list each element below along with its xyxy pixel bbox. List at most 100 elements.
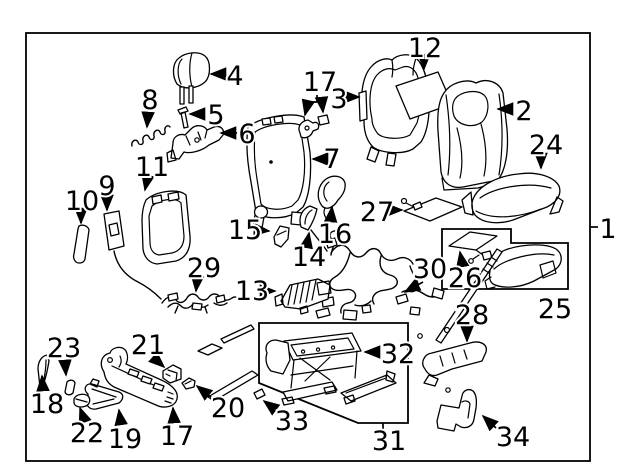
part-15-line: [276, 230, 287, 236]
arrow-19: [114, 408, 128, 427]
part-26-heater-pad: [448, 231, 498, 251]
arrow-20: [195, 384, 214, 401]
callout-34: 34: [496, 422, 530, 453]
harness-30-connectors: [315, 237, 445, 321]
part-3-side-slot: [358, 90, 397, 167]
part-24-seams: [475, 184, 552, 218]
arrow-14: [299, 231, 313, 250]
strip-diamond: [197, 343, 223, 356]
part-20-switch: [181, 377, 196, 390]
callout-labels: 1 2 3 4 5 6 7 8 9 10 11 12 13 14 15 16 1…: [28, 31, 619, 459]
callout-3: 3: [330, 84, 347, 115]
rod-ring-1: [443, 326, 451, 334]
part-27-connector: [412, 201, 423, 211]
callout-1: 1: [599, 214, 616, 245]
part-6-details: [185, 129, 208, 146]
part-25-cushion-pad: [488, 244, 562, 288]
rod-ring-2: [417, 333, 423, 339]
callout-16: 16: [318, 219, 352, 250]
arrow-22: [78, 406, 92, 425]
part-4-seams: [177, 52, 193, 88]
part-32-bottom-rail: [281, 381, 338, 406]
tension-rod-marks: [482, 256, 498, 274]
part-9-trim: [103, 210, 125, 251]
arrow-21: [148, 351, 166, 369]
part-2-back-cover: [437, 79, 509, 189]
callout-17-top: 17: [303, 67, 337, 98]
callout-18: 18: [30, 389, 64, 420]
part-8-spring: [131, 125, 171, 147]
part-13-lumbar: [274, 278, 331, 315]
part-14-line: [304, 209, 313, 225]
callout-6: 6: [238, 119, 255, 150]
callout-29: 29: [187, 253, 221, 284]
part-5-bolt: [177, 106, 189, 129]
strip-rod: [220, 324, 255, 344]
arrow-26: [456, 250, 470, 269]
part-23-clip: [64, 379, 76, 396]
callout-20: 20: [211, 393, 245, 424]
arrow-17a1: [301, 98, 316, 117]
part-32-top-frame: [283, 332, 362, 361]
callout-2: 2: [515, 96, 532, 127]
arrow-17b: [167, 406, 181, 424]
part-26-wire: [472, 249, 484, 260]
part-25-details: [484, 253, 557, 290]
part-14-bracket: [299, 205, 318, 231]
part-7-back-panel: [246, 114, 312, 219]
part-13-ribs: [287, 279, 332, 306]
callout-13: 13: [235, 276, 269, 307]
part-21-inner: [165, 369, 178, 382]
callout-17-side: 17: [160, 421, 194, 452]
wire-from-part9: [113, 250, 162, 300]
callout-5: 5: [207, 100, 224, 131]
part-7-pivot: [253, 205, 269, 219]
arrow-17a2: [314, 96, 329, 114]
part-4-posts: [179, 85, 194, 105]
callout-31: 31: [372, 426, 406, 457]
part-19-lines: [91, 388, 117, 405]
callout-32: 32: [381, 339, 415, 370]
part-20-line: [184, 380, 192, 385]
callout-23: 23: [47, 333, 81, 364]
callout-11: 11: [135, 152, 169, 183]
part-16-bracket: [317, 175, 346, 209]
arrow-29: [190, 275, 205, 293]
parts: [37, 52, 569, 432]
callout-8: 8: [141, 85, 158, 116]
part-32-adjuster: [265, 332, 397, 406]
callout-9: 9: [98, 171, 115, 202]
part-34-screw: [445, 387, 451, 393]
callout-12: 12: [408, 33, 442, 64]
callout-33: 33: [275, 406, 309, 437]
leader-arrows: [36, 53, 598, 432]
callout-10: 10: [65, 186, 99, 217]
part-34-bracket: [436, 389, 478, 432]
arrow-23: [58, 359, 72, 377]
part-17b-slots: [127, 368, 165, 392]
callout-30: 30: [413, 254, 447, 285]
callout-7: 7: [323, 144, 340, 175]
part-17b-shield: [100, 346, 178, 408]
part-6-latch: [166, 125, 225, 163]
callout-15: 15: [228, 215, 262, 246]
part-17a-latch: [298, 114, 330, 139]
part-32-inner: [290, 337, 358, 389]
part-17a-hole: [304, 125, 310, 131]
callout-14: 14: [292, 242, 326, 273]
part-28-bracket: [422, 341, 487, 387]
arrow-16: [323, 205, 338, 223]
part-4-headrest: [172, 52, 211, 89]
part-32-left-bracket: [265, 339, 291, 375]
part-6-pivot: [194, 137, 200, 143]
arrow-11: [141, 173, 155, 192]
part-17b-hole: [106, 357, 113, 364]
callout-27: 27: [360, 197, 394, 228]
part-10-trim: [72, 224, 90, 264]
part-28-slots: [439, 349, 468, 367]
callout-26: 26: [448, 263, 482, 294]
group-box-25-26: [441, 228, 569, 290]
arrow-18: [36, 374, 50, 392]
